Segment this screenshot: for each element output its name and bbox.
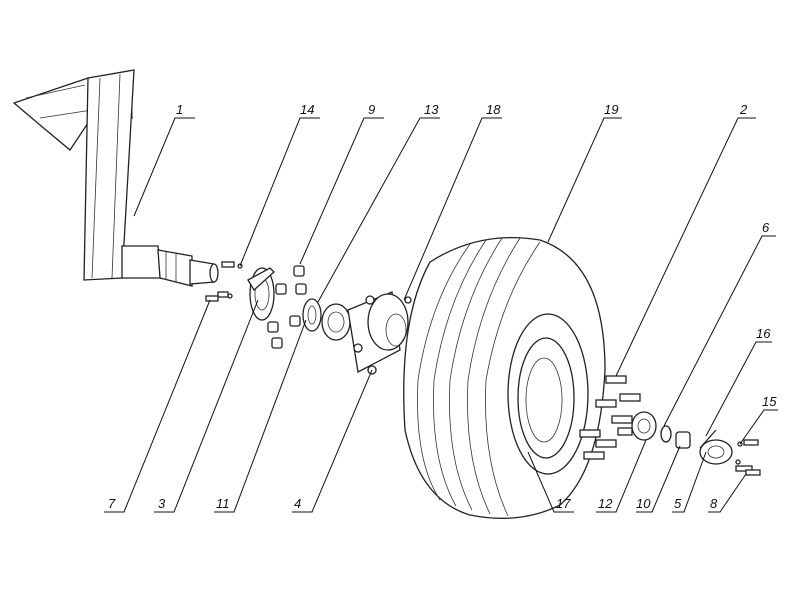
callout-14: 14 — [300, 102, 314, 117]
bearing-part — [321, 303, 351, 341]
nuts-9 — [267, 265, 307, 349]
callout-2: 2 — [739, 102, 748, 117]
callout-4: 4 — [294, 496, 301, 511]
callout-3: 3 — [158, 496, 166, 511]
wheel-bolts — [579, 375, 641, 460]
callout-7: 7 — [108, 496, 116, 511]
outer-bearing-part — [631, 411, 657, 441]
callout-18: 18 — [486, 102, 501, 117]
leader-lines — [104, 117, 778, 513]
callout-1: 1 — [176, 102, 183, 117]
frame-axle-part — [12, 69, 219, 287]
rim-part — [507, 313, 589, 475]
callout-13: 13 — [424, 102, 439, 117]
castle-nut-part — [675, 431, 691, 449]
callout-15: 15 — [762, 394, 777, 409]
callout-8: 8 — [710, 496, 718, 511]
callout-6: 6 — [762, 220, 770, 235]
seal-part — [302, 298, 322, 332]
callout-5: 5 — [674, 496, 682, 511]
hub-cap-part — [699, 439, 761, 476]
washer-part — [660, 425, 672, 443]
callout-12: 12 — [598, 496, 613, 511]
callout-10: 10 — [636, 496, 651, 511]
flange-part — [247, 267, 275, 321]
callout-labels: 1 14 9 13 18 19 2 6 16 15 7 3 11 4 17 12… — [108, 102, 777, 511]
hub-part — [347, 291, 412, 375]
callout-11: 11 — [216, 496, 230, 511]
callout-19: 19 — [604, 102, 618, 117]
callout-17: 17 — [556, 496, 571, 511]
callout-16: 16 — [756, 326, 771, 341]
callout-9: 9 — [368, 102, 375, 117]
